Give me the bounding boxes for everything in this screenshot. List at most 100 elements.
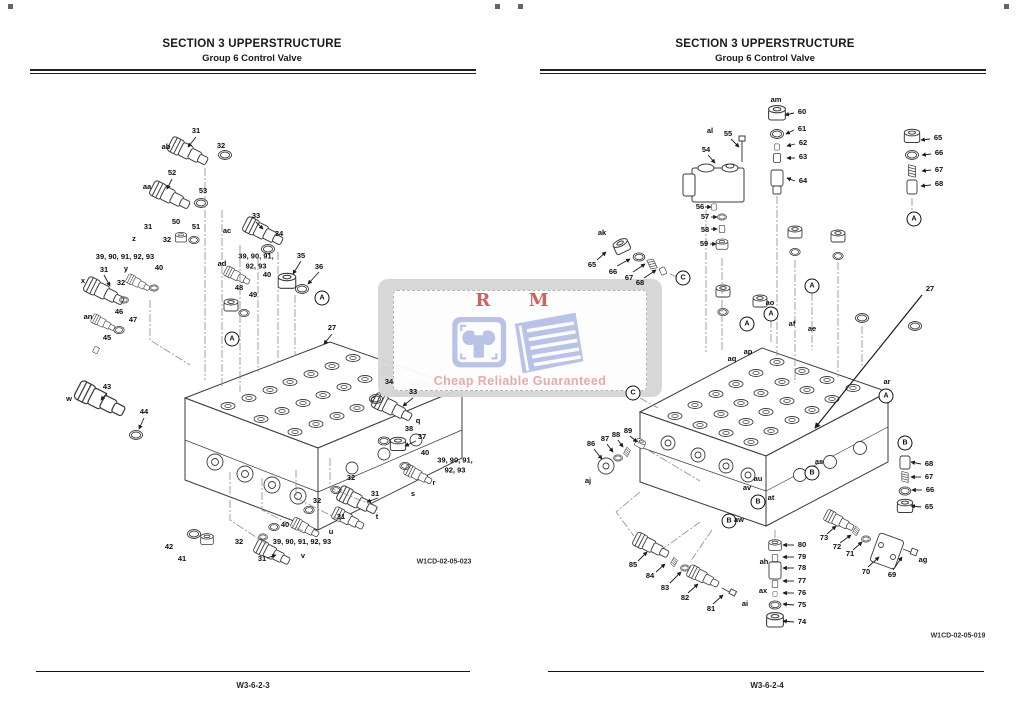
callout-63: 63 xyxy=(798,152,808,162)
callout-ab: ab xyxy=(161,142,171,152)
callout-u: u xyxy=(328,527,334,537)
callout-at: at xyxy=(767,493,775,503)
callout-v: v xyxy=(300,551,306,561)
callout-27: 27 xyxy=(925,284,935,294)
callout-59: 59 xyxy=(699,239,709,249)
callout-50: 50 xyxy=(171,217,181,227)
page-left-header: SECTION 3 UPPERSTRUCTURE Group 6 Control… xyxy=(22,38,482,64)
callout-ae: ae xyxy=(807,324,817,334)
callout-af: af xyxy=(788,319,796,329)
callout-33: 33 xyxy=(408,387,418,397)
callout-39-90-91-92-93: 39, 90, 91, 92, 93 xyxy=(272,537,332,547)
callout-39-90-91-92-93: 39, 90, 91, 92, 93 xyxy=(238,251,274,270)
callout-ai: ai xyxy=(741,599,749,609)
callout-aj: aj xyxy=(584,476,592,486)
callout-an: an xyxy=(83,312,93,322)
callout-40: 40 xyxy=(420,448,430,458)
ref-circle-B: B xyxy=(750,494,766,510)
callout-70: 70 xyxy=(861,567,871,577)
callout-31: 31 xyxy=(336,512,346,522)
callout-32: 32 xyxy=(346,473,356,483)
callout-67: 67 xyxy=(924,472,934,482)
callout-32: 32 xyxy=(216,141,226,151)
ref-circle-A: A xyxy=(314,290,330,306)
callout-65: 65 xyxy=(933,133,943,143)
header-rule-left xyxy=(30,69,476,74)
callout-34: 34 xyxy=(274,229,284,239)
group-title: Group 6 Control Valve xyxy=(202,53,302,64)
figure-code-left: W1CD-02-05-023 xyxy=(416,558,472,566)
callout-67: 67 xyxy=(934,165,944,175)
callout-42: 42 xyxy=(164,542,174,552)
callout-86: 86 xyxy=(586,439,596,449)
footer-rule-left xyxy=(36,671,470,672)
callout-ar: ar xyxy=(883,377,891,387)
callout-84: 84 xyxy=(645,571,655,581)
callout-al: al xyxy=(706,126,714,136)
callout-as: as xyxy=(814,457,824,467)
callout-ax: ax xyxy=(758,586,768,596)
group-title: Group 6 Control Valve xyxy=(715,53,815,64)
callout-81: 81 xyxy=(706,604,716,614)
callout-58: 58 xyxy=(700,225,710,235)
callout-76: 76 xyxy=(797,588,807,598)
callout-31: 31 xyxy=(370,489,380,499)
callout-87: 87 xyxy=(600,434,610,444)
callout-27: 27 xyxy=(327,323,337,333)
ref-circle-C: C xyxy=(675,270,691,286)
callout-83: 83 xyxy=(660,583,670,593)
callout-32: 32 xyxy=(312,496,322,506)
callout-31: 31 xyxy=(143,222,153,232)
callout-y: y xyxy=(123,264,129,274)
callout-40: 40 xyxy=(154,263,164,273)
callout-62: 62 xyxy=(798,138,808,148)
callout-66: 66 xyxy=(934,148,944,158)
callout-32: 32 xyxy=(116,278,126,288)
watermark-wrench-book-logo xyxy=(452,312,584,374)
callout-65: 65 xyxy=(924,502,934,512)
callout-w: w xyxy=(66,394,72,404)
callout-68: 68 xyxy=(924,459,934,469)
page-right-header: SECTION 3 UPPERSTRUCTURE Group 6 Control… xyxy=(535,38,995,64)
callout-53: 53 xyxy=(198,186,208,196)
callout-34: 34 xyxy=(384,377,394,387)
callout-67: 67 xyxy=(624,273,634,283)
callout-38: 38 xyxy=(404,424,414,434)
callout-45: 45 xyxy=(102,333,112,343)
callout-37: 37 xyxy=(417,432,427,442)
callout-44: 44 xyxy=(139,407,149,417)
page-number-right: W3-6-2-4 xyxy=(750,681,784,690)
callout-66: 66 xyxy=(608,267,618,277)
callout-57: 57 xyxy=(700,212,710,222)
callout-66: 66 xyxy=(925,485,935,495)
callout-74: 74 xyxy=(797,617,807,627)
ref-circle-B: B xyxy=(804,465,820,481)
section-title: SECTION 3 UPPERSTRUCTURE xyxy=(675,38,855,50)
ref-circle-A: A xyxy=(224,331,240,347)
callout-ad: ad xyxy=(217,259,227,269)
callout-54: 54 xyxy=(701,145,711,155)
callout-71: 71 xyxy=(845,549,855,559)
callout-32: 32 xyxy=(234,537,244,547)
ref-circle-A: A xyxy=(878,388,894,404)
callout-60: 60 xyxy=(797,107,807,117)
callout-43: 43 xyxy=(102,382,112,392)
callout-80: 80 xyxy=(797,540,807,550)
ref-circle-A: A xyxy=(763,306,779,322)
callout-65: 65 xyxy=(587,260,597,270)
page-number-left: W3-6-2-3 xyxy=(236,681,270,690)
callout-ag: ag xyxy=(918,555,928,565)
watermark-letters: R M xyxy=(475,290,565,311)
callout-q: q xyxy=(415,416,421,426)
callout-40: 40 xyxy=(262,270,272,280)
watermark-panel: R M Cheap Reliable Guaranteed xyxy=(393,290,647,391)
callout-am: am xyxy=(770,95,782,105)
callout-z: z xyxy=(132,234,136,244)
ref-circle-A: A xyxy=(804,278,820,294)
callout-64: 64 xyxy=(798,176,808,186)
callout-av: av xyxy=(742,483,752,493)
callout-s: s xyxy=(410,489,416,499)
callout-68: 68 xyxy=(635,278,645,288)
